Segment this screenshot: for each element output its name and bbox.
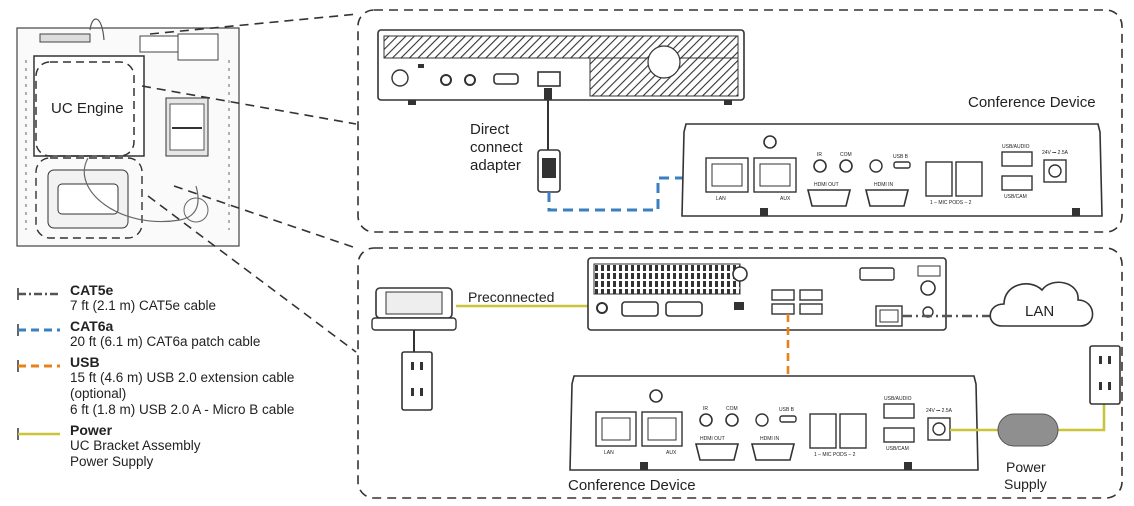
panel-label-usb-audio-top: USB/AUDIO (1002, 144, 1030, 150)
panel-label-dc-power-top: 24V ⎓ 2.5A (1042, 150, 1069, 156)
conference-device-rear-top (681, 123, 1103, 217)
usb-swatch (17, 360, 60, 372)
wall-outlet-left (401, 351, 433, 411)
legend-line: (optional) (70, 386, 127, 401)
power-swatch (17, 428, 60, 440)
legend-line: UC Bracket Assembly (70, 438, 201, 453)
lan-cloud: LAN (989, 281, 1094, 327)
conference-device-label-bottom: Conference Device (568, 477, 696, 494)
panel-label-mic-pods-top: 1 – MIC PODS – 2 (930, 200, 972, 206)
panel-label-usb-cam-top: USB/CAM (1004, 194, 1027, 200)
legend-item-power: Power UC Bracket Assembly Power Supply (8, 422, 363, 470)
legend-item-cat5e: CAT5e 7 ft (2.1 m) CAT5e cable (8, 282, 363, 314)
legend-title: CAT5e (70, 282, 114, 298)
panel-label-hdmi-out-bottom: HDMI OUT (700, 436, 725, 442)
power-supply-brick (997, 413, 1059, 447)
conference-device-rear-bottom (569, 375, 979, 471)
power-supply-label-2: Supply (1004, 476, 1047, 492)
panel-label-ir-top: IR (817, 152, 822, 158)
preconnected-label: Preconnected (468, 289, 554, 305)
power-cable-outlet (1058, 404, 1106, 432)
cable-legend: CAT5e 7 ft (2.1 m) CAT5e cable CAT6a 20 … (8, 282, 363, 474)
legend-title: Power (70, 422, 113, 438)
direct-connect-detail-frame (357, 9, 1123, 233)
cat6a-cable (547, 176, 720, 212)
legend-title: USB (70, 354, 100, 370)
panel-label-lan-top: LAN (716, 196, 726, 202)
legend-line: 15 ft (4.6 m) USB 2.0 extension cable (70, 370, 295, 385)
zoom-leaders (141, 13, 359, 353)
uc-engine-front (377, 29, 745, 105)
conference-device-label-top: Conference Device (968, 94, 1096, 111)
legend-line: Power Supply (70, 454, 154, 469)
panel-label-usb-cam-bottom: USB/CAM (886, 446, 909, 452)
power-supply-label-1: Power (1006, 459, 1046, 475)
panel-label-mic-pods-bottom: 1 – MIC PODS – 2 (814, 452, 856, 458)
panel-label-com-top: COM (840, 152, 852, 158)
panel-label-hdmi-in-bottom: HDMI IN (760, 436, 780, 442)
uc-power-brick (371, 287, 457, 352)
legend-item-usb: USB 15 ft (4.6 m) USB 2.0 extension cabl… (8, 354, 363, 418)
panel-label-usb-b-bottom: USB B (779, 407, 795, 413)
panel-label-dc-power-bottom: 24V ⎓ 2.5A (926, 408, 953, 414)
legend-line: 6 ft (1.8 m) USB 2.0 A - Micro B cable (70, 402, 295, 417)
panel-label-com-bottom: COM (726, 406, 738, 412)
legend-item-cat6a: CAT6a 20 ft (6.1 m) CAT6a patch cable (8, 318, 363, 350)
direct-connect-adapter-label-3: adapter (470, 157, 521, 174)
panel-label-ir-bottom: IR (703, 406, 708, 412)
cat6a-swatch (17, 324, 60, 336)
cat5e-swatch (17, 288, 60, 300)
panel-label-usb-b-top: USB B (893, 154, 909, 160)
wall-outlet-right (1089, 345, 1121, 405)
panel-label-hdmi-out-top: HDMI OUT (814, 182, 839, 188)
uc-engine-label: UC Engine (51, 100, 124, 117)
panel-label-lan-bottom: LAN (604, 450, 614, 456)
legend-title: CAT6a (70, 318, 114, 334)
lan-label: LAN (1025, 303, 1054, 320)
panel-label-aux-bottom: AUX (666, 450, 677, 456)
preconnected-detail-frame (357, 247, 1123, 499)
panel-label-usb-audio-bottom: USB/AUDIO (884, 396, 912, 402)
legend-line: 20 ft (6.1 m) CAT6a patch cable (70, 334, 261, 349)
direct-connect-adapter (537, 88, 561, 193)
legend-line: 7 ft (2.1 m) CAT5e cable (70, 298, 217, 313)
direct-connect-adapter-label-2: connect (470, 139, 523, 156)
direct-connect-adapter-label-1: Direct (470, 121, 510, 138)
panel-label-aux-top: AUX (780, 196, 791, 202)
bracket-overview: UC Engine (16, 18, 240, 247)
panel-label-hdmi-in-top: HDMI IN (874, 182, 894, 188)
uc-engine-rear (587, 257, 947, 331)
